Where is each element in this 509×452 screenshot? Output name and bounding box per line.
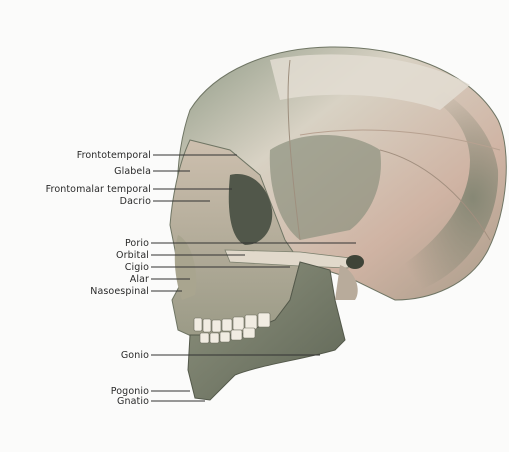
label-nasoespinal: Nasoespinal: [90, 286, 149, 297]
label-frontotemporal: Frontotemporal: [77, 150, 151, 161]
label-cigio: Cigio: [125, 262, 149, 273]
label-porio: Porio: [125, 238, 149, 249]
label-gonio: Gonio: [121, 350, 149, 361]
label-alar: Alar: [130, 274, 149, 285]
label-gnatio: Gnatio: [117, 396, 149, 407]
label-orbital: Orbital: [116, 250, 149, 261]
label-dacrio: Dacrio: [120, 196, 151, 207]
label-glabela: Glabela: [114, 166, 151, 177]
label-frontomalar-temporal: Frontomalar temporal: [46, 184, 151, 195]
